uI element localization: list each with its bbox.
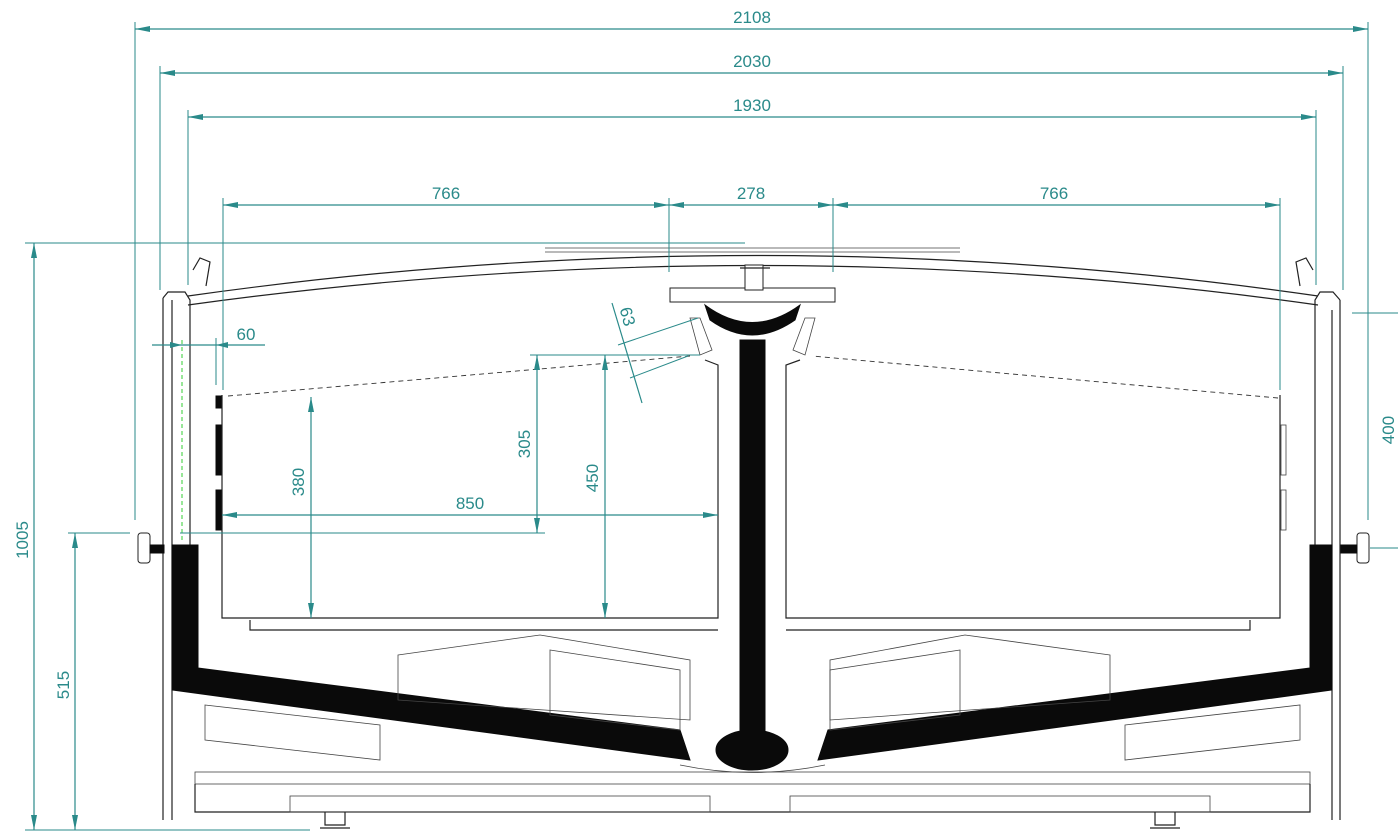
dim-center-width: 278	[737, 184, 765, 203]
dim-rim-height: 515	[54, 671, 73, 699]
dim-left-well-width: 766	[432, 184, 460, 203]
dim-well-length: 850	[456, 494, 484, 513]
dim-right-well-width: 766	[1040, 184, 1068, 203]
dimension-labels: 2108 2030 1930 766 278 766 60 63 850 380…	[13, 8, 1398, 699]
dim-body-width: 2030	[733, 52, 771, 71]
dim-total-height: 1005	[13, 521, 32, 559]
dim-overall-width: 2108	[733, 8, 771, 27]
dim-back-depth: 305	[515, 430, 534, 458]
freezer-body	[137, 247, 1370, 829]
dim-inner-width: 1930	[733, 96, 771, 115]
dim-max-depth: 450	[583, 464, 602, 492]
dim-front-depth: 380	[289, 468, 308, 496]
dimension-lines	[25, 22, 1398, 831]
dim-side-offset: 60	[237, 325, 256, 344]
dim-angle: 63	[616, 305, 639, 328]
dim-right-height: 400	[1379, 416, 1398, 444]
